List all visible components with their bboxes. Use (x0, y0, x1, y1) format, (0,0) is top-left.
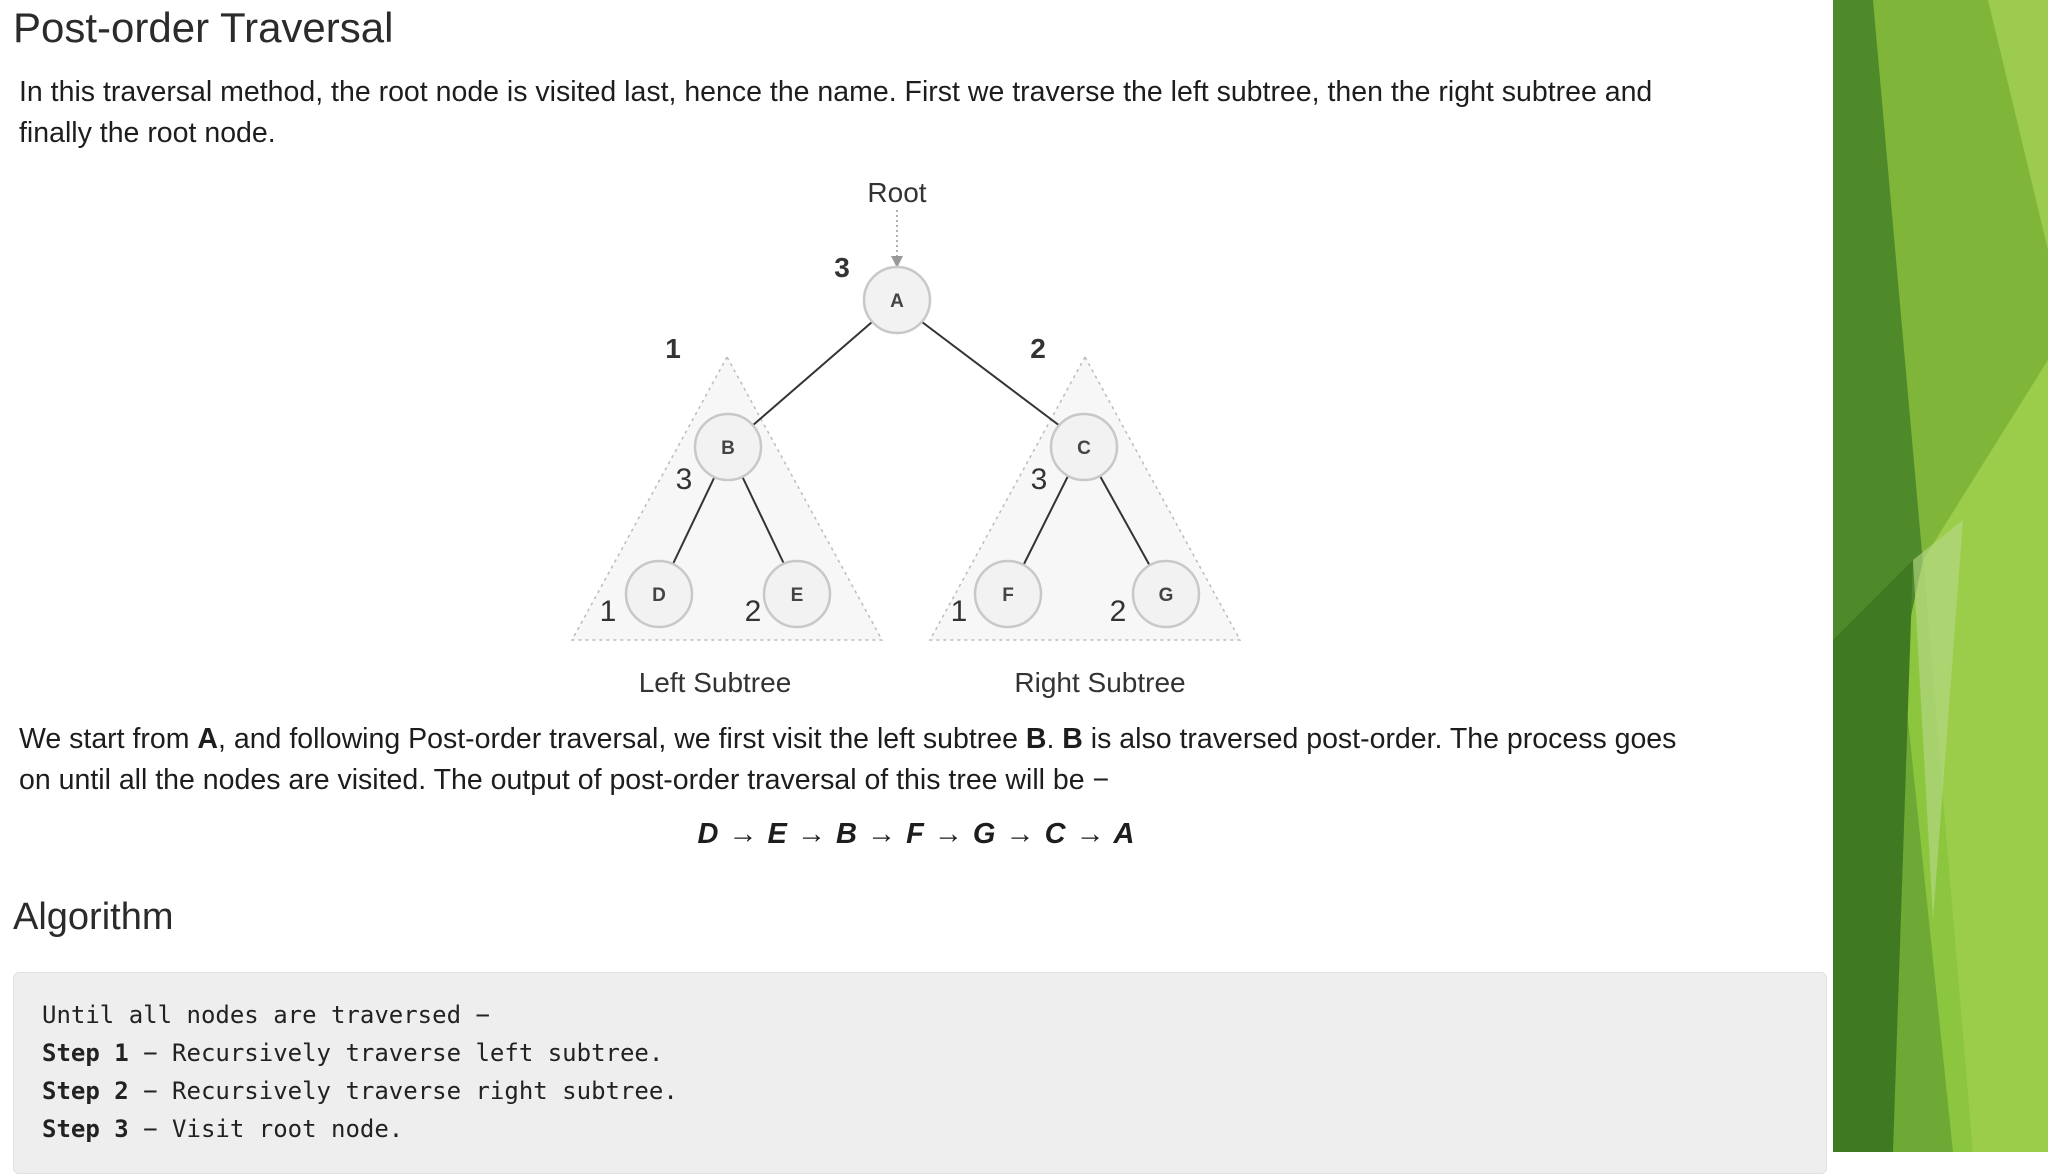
left-subtree-triangle (572, 357, 882, 640)
algorithm-code-block: Until all nodes are traversed − Step 1 −… (13, 972, 1827, 1174)
explanation-bold-b1: B (1026, 723, 1047, 755)
order-label-right-subtree: 2 (1030, 333, 1046, 364)
node-d: D (626, 561, 692, 627)
explanation-text-2: , and following Post-order traversal, we… (218, 723, 1026, 755)
explanation-text-3: . (1046, 723, 1062, 755)
left-subtree-label: Left Subtree (639, 667, 792, 698)
order-label-root: 3 (834, 252, 850, 283)
node-c: C (1051, 414, 1117, 480)
algorithm-intro-line: Until all nodes are traversed − (42, 1001, 490, 1029)
slide-decoration-panel (1833, 0, 2048, 1152)
node-g-label: G (1159, 585, 1174, 606)
explanation-bold-a: A (197, 723, 218, 755)
order-label-b: 3 (676, 463, 693, 496)
node-g: G (1133, 561, 1199, 627)
document-content: Post-order Traversal In this traversal m… (0, 0, 1833, 1152)
algorithm-step-2: Step 2 − Recursively traverse right subt… (42, 1077, 678, 1105)
order-label-e: 2 (745, 595, 762, 628)
node-b-label: B (721, 438, 735, 459)
step-2-text: − Recursively traverse right subtree. (129, 1077, 678, 1105)
explanation-text-4: is also traversed post-order. The proces… (1083, 723, 1677, 755)
right-subtree-label: Right Subtree (1014, 667, 1185, 698)
output-sequence: D → E → B → F → G → C → A (0, 818, 1833, 851)
step-1-label: Step 1 (42, 1039, 129, 1067)
node-a-label: A (890, 291, 904, 312)
step-2-label: Step 2 (42, 1077, 129, 1105)
order-label-f: 1 (951, 595, 968, 628)
explanation-line-2: on until all the nodes are visited. The … (19, 760, 1819, 801)
tree-diagram: A B C D E F G Root 3 1 2 3 (0, 0, 1833, 720)
explanation-text-1: We start from (19, 723, 197, 755)
explanation-bold-b2: B (1062, 723, 1083, 755)
order-label-d: 1 (600, 595, 617, 628)
edge-a-b (752, 322, 872, 426)
node-d-label: D (652, 585, 666, 606)
node-f: F (975, 561, 1041, 627)
node-e: E (764, 561, 830, 627)
node-c-label: C (1077, 438, 1091, 459)
order-label-left-subtree: 1 (665, 333, 681, 364)
root-label: Root (867, 177, 926, 208)
algorithm-heading: Algorithm (13, 896, 174, 939)
step-1-text: − Recursively traverse left subtree. (129, 1039, 664, 1067)
step-3-text: − Visit root node. (129, 1115, 404, 1143)
algorithm-step-1: Step 1 − Recursively traverse left subtr… (42, 1039, 663, 1067)
node-f-label: F (1002, 585, 1014, 606)
order-label-g: 2 (1110, 595, 1127, 628)
node-a: A (864, 267, 930, 333)
node-b: B (695, 414, 761, 480)
algorithm-step-3: Step 3 − Visit root node. (42, 1115, 403, 1143)
step-3-label: Step 3 (42, 1115, 129, 1143)
explanation-paragraph: We start from A, and following Post-orde… (19, 719, 1819, 801)
node-e-label: E (791, 585, 804, 606)
order-label-c: 3 (1031, 463, 1048, 496)
